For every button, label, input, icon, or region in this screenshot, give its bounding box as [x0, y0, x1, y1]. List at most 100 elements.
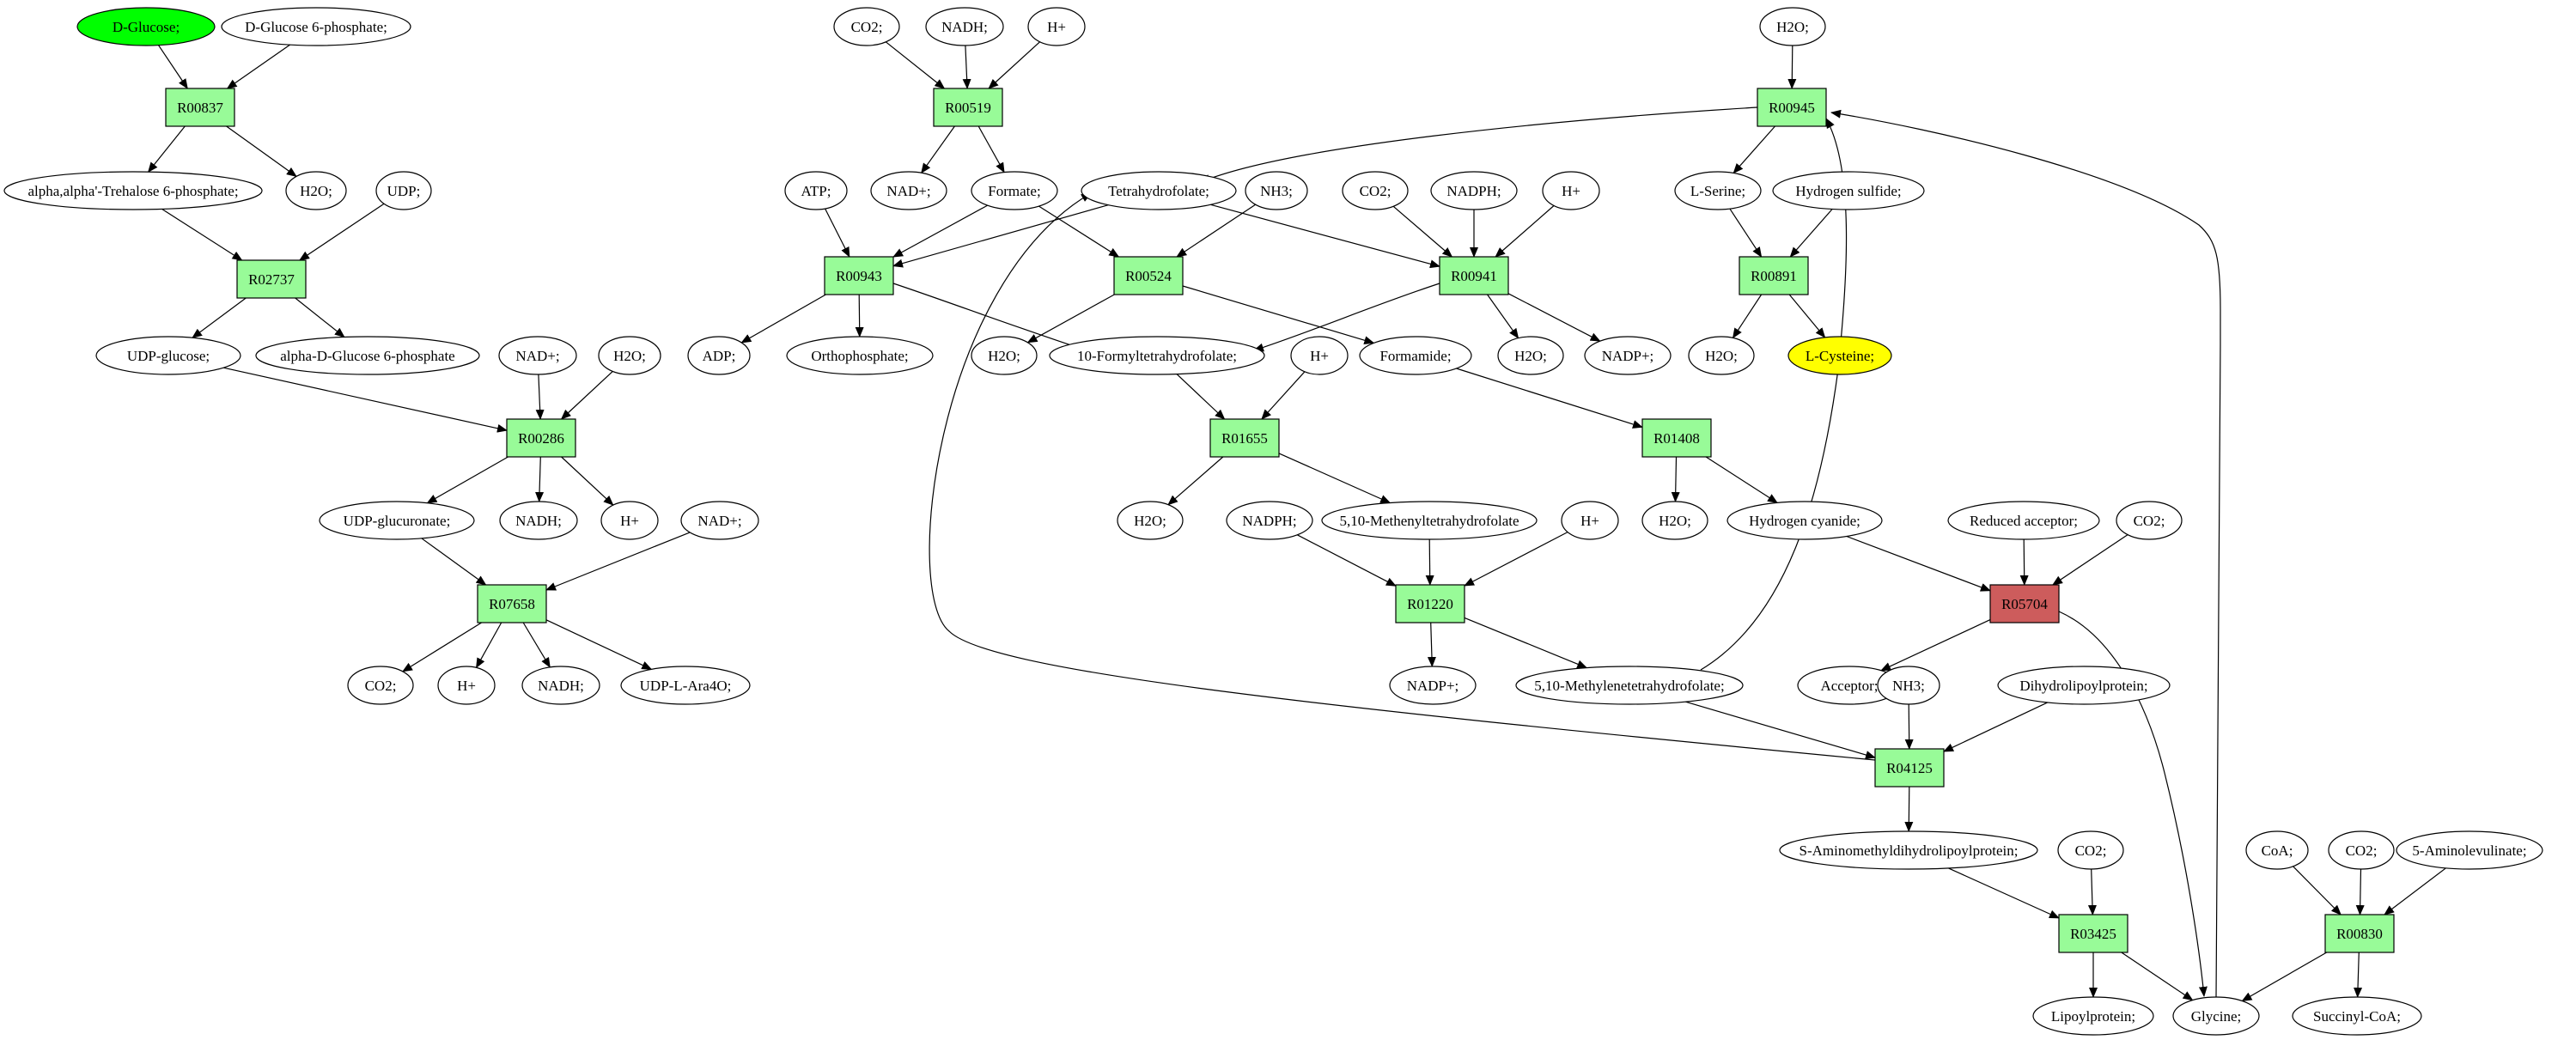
reaction-node-r03425[interactable]: R03425: [2058, 914, 2128, 953]
compound-node-c_nadpplus_1[interactable]: NADP+;: [1584, 336, 1672, 375]
compound-node-c_dihydrolipoylprotein[interactable]: Dihydrolipoylprotein;: [1997, 666, 2171, 705]
compound-node-c_glycine[interactable]: Glycine;: [2172, 996, 2260, 1036]
edge-c_thf-to-r00941: [1210, 204, 1440, 269]
compound-node-c_nh3_2[interactable]: NH3;: [1877, 666, 1940, 705]
compound-node-c_hcn[interactable]: Hydrogen cyanide;: [1726, 501, 1883, 540]
compound-node-c_alpha_g6p[interactable]: alpha-D-Glucose 6-phosphate: [255, 336, 480, 375]
compound-ellipse: [1290, 336, 1349, 375]
reaction-node-r00945[interactable]: R00945: [1757, 88, 1827, 127]
compound-node-c_co2_4[interactable]: CO2;: [2116, 501, 2183, 540]
compound-node-c_hplus_5[interactable]: H+: [1290, 336, 1349, 375]
compound-node-c_h2o_3[interactable]: H2O;: [971, 336, 1038, 375]
compound-node-c_orthophosphate[interactable]: Orthophosphate;: [786, 336, 934, 375]
reaction-node-r00524[interactable]: R00524: [1113, 256, 1184, 295]
edge-r00286-to-c_nadh_1: [535, 456, 545, 502]
compound-node-c_coa[interactable]: CoA;: [2245, 830, 2309, 870]
edge-r00837-to-c_trehalose6p: [147, 125, 186, 173]
compound-node-c_formate[interactable]: Formate;: [971, 171, 1058, 210]
compound-node-c_atp[interactable]: ATP;: [784, 171, 848, 210]
compound-node-c_nad_3[interactable]: NAD+;: [870, 171, 947, 210]
compound-node-c_hplus_1[interactable]: H+: [600, 501, 659, 540]
compound-node-c_co2_6[interactable]: CO2;: [2328, 830, 2395, 870]
compound-node-c_h2o_5[interactable]: H2O;: [1117, 501, 1184, 540]
compound-node-c_nadp_plus_2[interactable]: NAD+;: [680, 501, 759, 540]
reaction-node-r00286[interactable]: R00286: [506, 418, 576, 458]
compound-node-c_h2o_2[interactable]: H2O;: [598, 336, 661, 375]
node-label: R00941: [1451, 268, 1497, 284]
compound-node-c_nadp_plus_1[interactable]: NAD+;: [498, 336, 577, 375]
compound-node-c_udp_ara4o[interactable]: UDP-L-Ara4O;: [620, 666, 751, 705]
compound-node-c_h2s[interactable]: Hydrogen sulfide;: [1772, 171, 1925, 210]
compound-node-c_h2o_4[interactable]: H2O;: [1497, 336, 1564, 375]
compound-node-c_lipoylprotein[interactable]: Lipoylprotein;: [2032, 996, 2154, 1036]
edge-r05704-to-c_acceptor: [1880, 619, 1991, 672]
compound-node-c_nadph_1[interactable]: NADPH;: [1430, 171, 1518, 210]
compound-node-c_aminolevulinate[interactable]: 5-Aminolevulinate;: [2396, 830, 2543, 870]
reaction-node-r01655[interactable]: R01655: [1209, 418, 1280, 458]
edge-c_co2_4-to-r05704: [2052, 534, 2128, 586]
compound-node-c_udpglucuronate[interactable]: UDP-glucuronate;: [319, 501, 475, 540]
compound-node-c_adp[interactable]: ADP;: [687, 336, 751, 375]
compound-node-c_cysteine[interactable]: L-Cysteine;: [1787, 336, 1892, 375]
compound-node-c_h2o_1[interactable]: H2O;: [285, 171, 347, 210]
reaction-node-r04125[interactable]: R04125: [1874, 748, 1945, 788]
reaction-node-r02737[interactable]: R02737: [236, 259, 307, 299]
compound-node-c_co2_5[interactable]: CO2;: [2057, 830, 2124, 870]
reaction-box: [1641, 418, 1712, 458]
compound-node-c_h2o_8[interactable]: H2O;: [1688, 336, 1755, 375]
edge-c_co2_3-to-r00941: [1392, 205, 1453, 258]
compound-node-c_nadh_2[interactable]: NADH;: [521, 666, 600, 705]
compound-node-c_methenyl_thf[interactable]: 5,10-Methenyltetrahydrofolate: [1321, 501, 1538, 540]
compound-node-c_nadh_1[interactable]: NADH;: [499, 501, 578, 540]
compound-node-c_hplus_4[interactable]: H+: [1542, 171, 1600, 210]
compound-node-c_nadph_2[interactable]: NADPH;: [1226, 501, 1313, 540]
compound-node-c_nadpplus_2[interactable]: NADP+;: [1389, 666, 1477, 705]
compound-node-c_hplus_2[interactable]: H+: [437, 666, 496, 705]
reaction-node-r00941[interactable]: R00941: [1439, 256, 1509, 295]
reaction-node-r00837[interactable]: R00837: [165, 88, 235, 127]
compound-node-c_trehalose6p[interactable]: alpha,alpha'-Trehalose 6-phosphate;: [3, 171, 263, 210]
reaction-node-r01408[interactable]: R01408: [1641, 418, 1712, 458]
compound-node-c_glucose[interactable]: D-Glucose;: [76, 7, 216, 46]
compound-ellipse: [3, 171, 263, 210]
reaction-node-r01220[interactable]: R01220: [1395, 584, 1465, 623]
edge-c_h2o_7-to-r00945: [1787, 45, 1797, 89]
node-label: R05704: [2001, 596, 2048, 612]
compound-node-c_g6p[interactable]: D-Glucose 6-phosphate;: [221, 7, 411, 46]
reaction-node-r00519[interactable]: R00519: [933, 88, 1003, 127]
edge-c_udpglucose-to-r00286: [223, 367, 508, 433]
compound-node-c_co2_2[interactable]: CO2;: [833, 7, 900, 46]
edge-c_nadp_plus_2-to-r07658: [545, 532, 691, 591]
reaction-node-r07658[interactable]: R07658: [477, 584, 547, 623]
compound-node-c_hplus_3[interactable]: H+: [1027, 7, 1086, 46]
reaction-node-r00943[interactable]: R00943: [824, 256, 894, 295]
compound-ellipse: [1688, 336, 1755, 375]
reaction-node-r00891[interactable]: R00891: [1739, 256, 1809, 295]
edge-r01655-to-c_h2o_5: [1167, 456, 1224, 506]
compound-node-c_thf[interactable]: Tetrahydrofolate;: [1081, 171, 1237, 210]
compound-node-c_methylene_thf[interactable]: 5,10-Methylenetetrahydrofolate;: [1515, 666, 1744, 705]
compound-node-c_formamide[interactable]: Formamide;: [1359, 336, 1472, 375]
compound-node-c_co2_1[interactable]: CO2;: [347, 666, 414, 705]
edge-r00945-to-c_thf: [1200, 106, 1758, 183]
reaction-node-r05704[interactable]: R05704: [1989, 584, 2060, 623]
compound-node-c_s_amdlp[interactable]: S-Aminomethyldihydrolipoylprotein;: [1779, 830, 2038, 870]
compound-node-c_10fthf[interactable]: 10-Formyltetrahydrofolate;: [1049, 336, 1265, 375]
compound-ellipse: [971, 336, 1038, 375]
compound-node-c_succinylcoa[interactable]: Succinyl-CoA;: [2292, 996, 2422, 1036]
compound-node-c_co2_3[interactable]: CO2;: [1342, 171, 1409, 210]
compound-node-c_hplus_6[interactable]: H+: [1561, 501, 1619, 540]
compound-node-c_serine[interactable]: L-Serine;: [1674, 171, 1762, 210]
compound-node-c_nadh_3[interactable]: NADH;: [925, 7, 1004, 46]
compound-node-c_nh3_1[interactable]: NH3;: [1245, 171, 1308, 210]
compound-node-c_udp_1[interactable]: UDP;: [375, 171, 432, 210]
compound-node-c_reduced_acceptor[interactable]: Reduced acceptor;: [1947, 501, 2100, 540]
edge-r02737-to-c_alpha_g6p: [295, 297, 345, 338]
compound-node-c_acceptor[interactable]: Acceptor;: [1797, 666, 1902, 705]
edge-c_hplus_5-to-r01655: [1261, 371, 1306, 420]
compound-node-c_h2o_7[interactable]: H2O;: [1759, 7, 1826, 46]
edge-r00524-to-c_h2o_3: [1026, 294, 1115, 344]
compound-node-c_udpglucose[interactable]: UDP-glucose;: [95, 336, 241, 375]
compound-node-c_h2o_6[interactable]: H2O;: [1641, 501, 1708, 540]
reaction-node-r00830[interactable]: R00830: [2324, 914, 2395, 953]
